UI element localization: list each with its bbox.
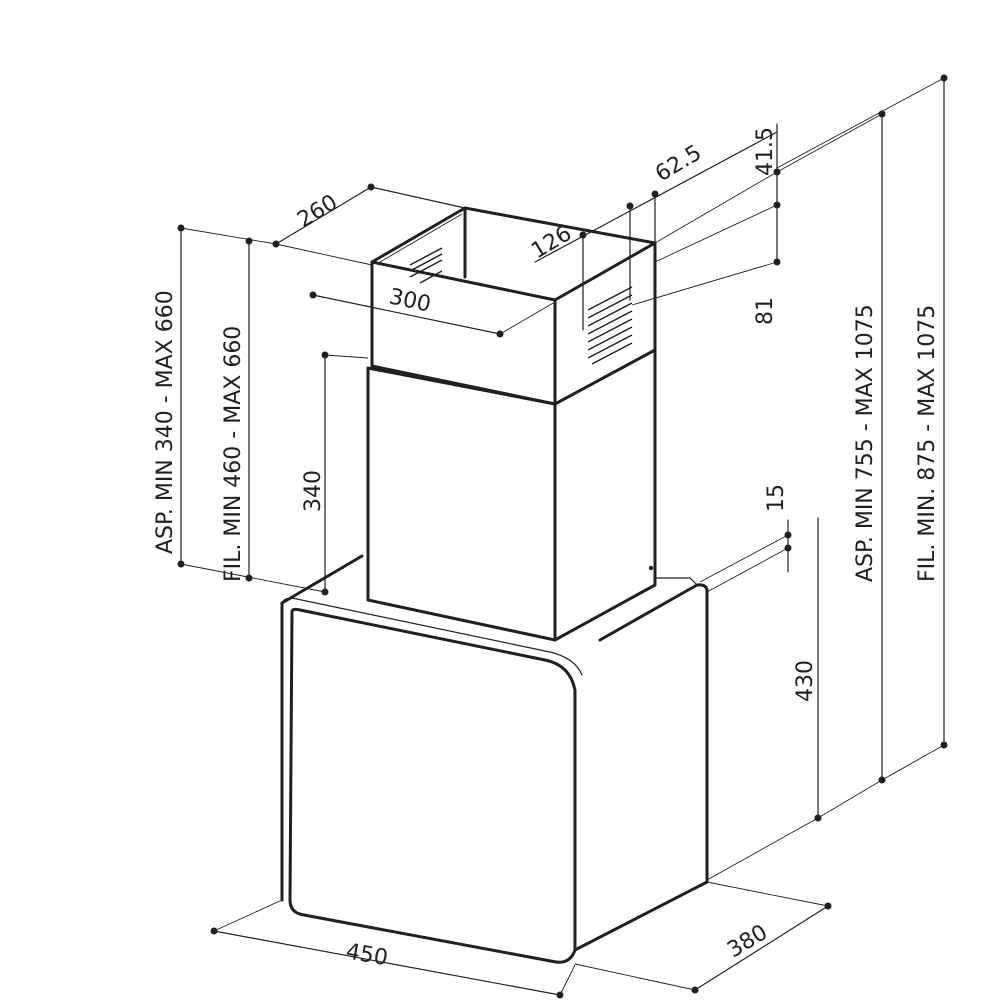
dim-chimney-height: 340: [301, 351, 369, 596]
label-chimney-fil-range: FIL. MIN 460 - MAX 660: [221, 326, 246, 582]
dim-total-fil-range: FIL. MIN. 875 - MAX 1075: [776, 74, 948, 781]
label-total-fil-range: FIL. MIN. 875 - MAX 1075: [915, 305, 940, 582]
label-430: 430: [793, 660, 818, 702]
dim-chimney-fil-range: FIL. MIN 460 - MAX 660: [221, 237, 253, 582]
label-300: 300: [387, 284, 433, 317]
dim-canopy-width: 450: [210, 899, 576, 999]
dim-canopy-depth: 380: [574, 881, 832, 994]
label-340: 340: [301, 470, 326, 512]
label-81: 81: [753, 297, 778, 325]
label-15: 15: [764, 484, 789, 512]
dim-chimney-asp-range: ASP. MIN 340 - MAX 660: [153, 224, 326, 593]
dim-total-asp-range: ASP. MIN 755 - MAX 1075: [776, 110, 886, 819]
chimney-vent-side: [587, 286, 633, 365]
dim-chimney-width: 300: [309, 284, 556, 338]
label-450: 450: [344, 939, 390, 971]
chimney-vent-front: [409, 247, 443, 284]
label-total-asp-range: ASP. MIN 755 - MAX 1075: [853, 304, 878, 582]
dim-canopy-height: 430: [706, 517, 822, 881]
label-41-5: 41.5: [753, 127, 778, 176]
label-chimney-asp-range: ASP. MIN 340 - MAX 660: [153, 290, 178, 554]
dim-canopy-top-offset: 15: [699, 484, 792, 593]
label-260: 260: [293, 190, 342, 233]
chimney-outline: [366, 206, 657, 642]
label-62-5: 62.5: [651, 140, 706, 187]
canopy-outline: [280, 554, 709, 964]
